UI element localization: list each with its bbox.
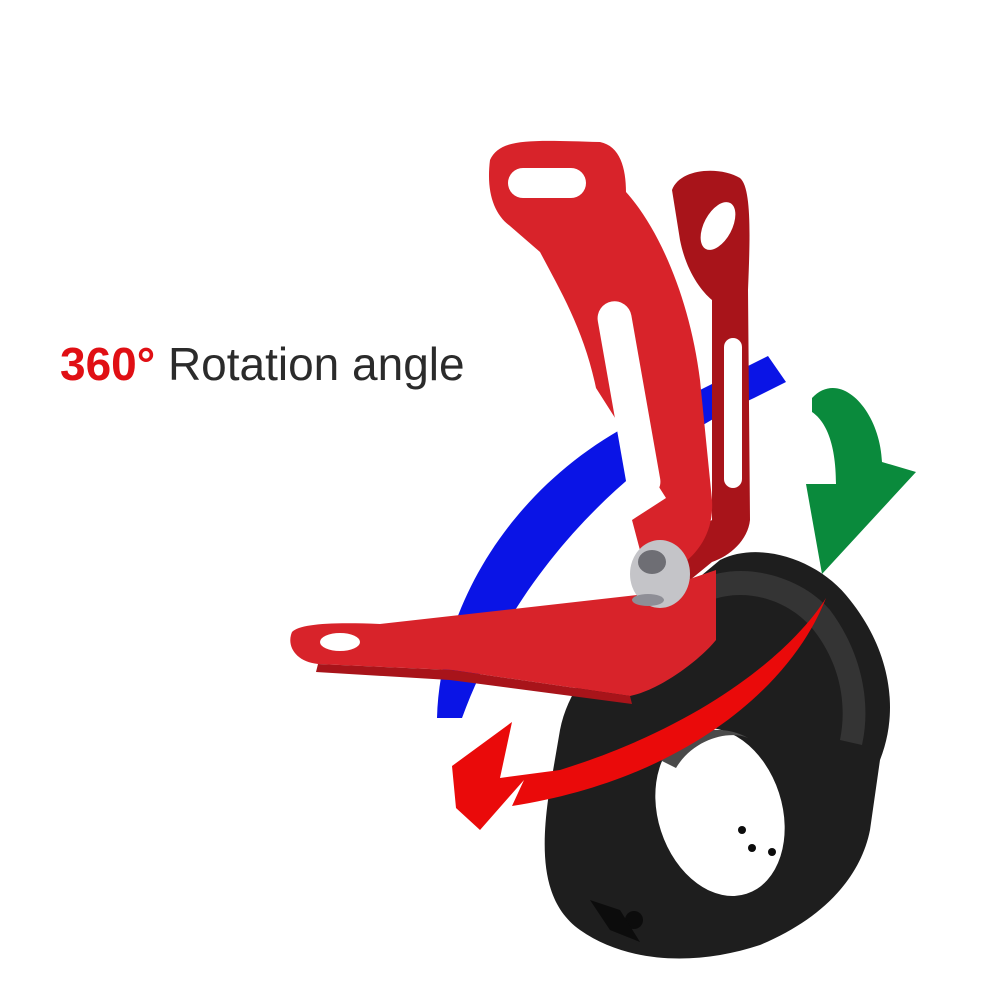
rotation-caption: 360° Rotation angle <box>60 334 465 394</box>
bracket-foot-hole <box>320 633 360 651</box>
bracket-front-slot <box>597 301 661 499</box>
bracket-top-slot <box>508 168 586 198</box>
clamp-bore <box>655 727 785 897</box>
red-arc-arrow-icon <box>452 598 826 830</box>
bolt <box>630 540 690 608</box>
rotation-degrees: 360° <box>60 338 156 390</box>
bracket-back-slot <box>724 338 742 488</box>
bracket-back-hole <box>700 202 736 250</box>
green-curved-arrow-icon <box>806 387 916 574</box>
red-mounting-bracket <box>290 140 750 704</box>
rotation-label: Rotation angle <box>167 338 465 390</box>
